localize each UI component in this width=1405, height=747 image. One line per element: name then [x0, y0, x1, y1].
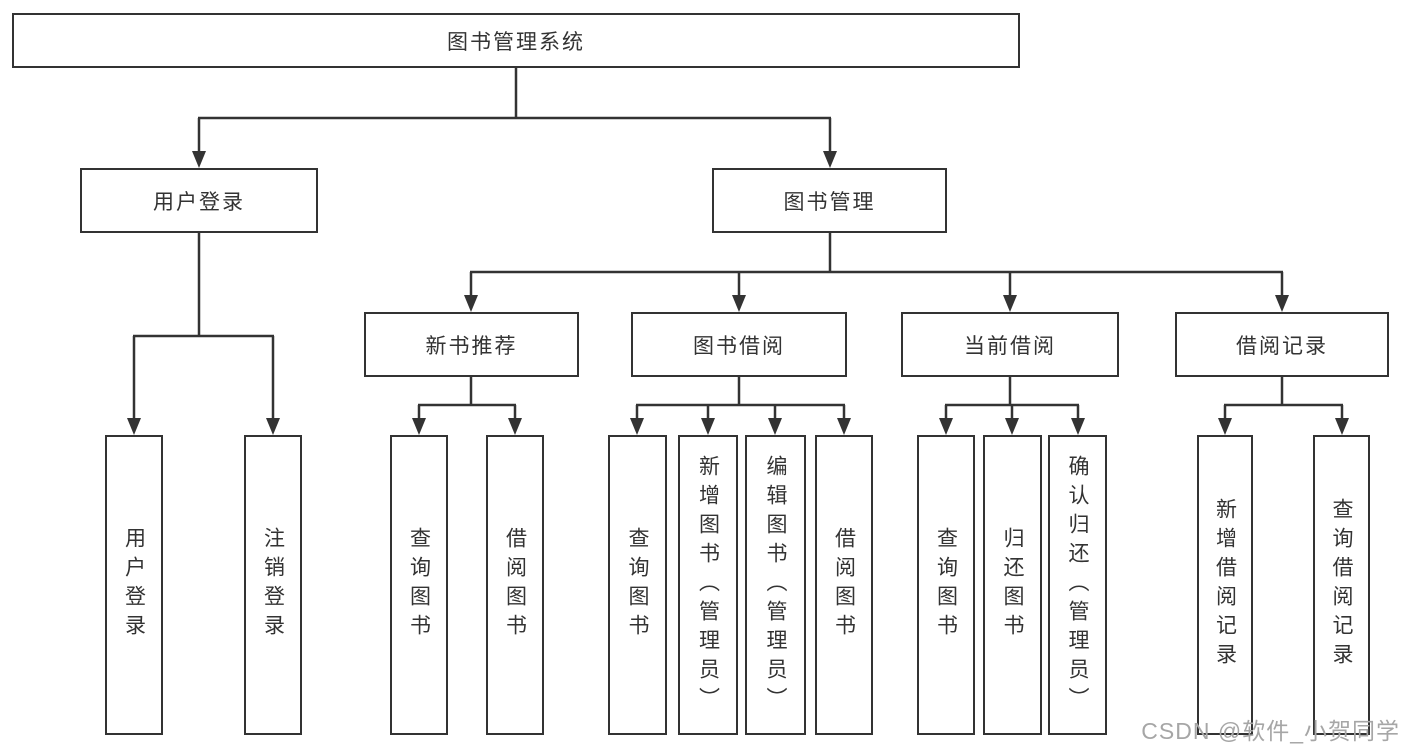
node-user-login: 用户登录 [80, 168, 318, 233]
leaf-confirm-return-admin: 确认归还（管理员） [1048, 435, 1107, 735]
node-book-management: 图书管理 [712, 168, 947, 233]
leaf-label: 查询图书 [407, 527, 431, 643]
leaf-label: 新增图书（管理员） [696, 454, 720, 716]
leaf-newbook-query-book: 查询图书 [390, 435, 448, 735]
watermark: CSDN @软件_小贺同学 [1141, 718, 1400, 744]
leaf-label: 借阅图书 [832, 527, 856, 643]
node-new-book-recommend: 新书推荐 [364, 312, 579, 377]
leaf-label: 借阅图书 [503, 527, 527, 643]
leaf-borrow-book: 借阅图书 [815, 435, 873, 735]
leaf-label: 注销登录 [261, 527, 285, 643]
node-borrow-record: 借阅记录 [1175, 312, 1389, 377]
leaf-borrow-query-book: 查询图书 [608, 435, 667, 735]
arrowhead [1218, 418, 1232, 435]
leaf-edit-book-admin: 编辑图书（管理员） [745, 435, 806, 735]
arrowhead [464, 295, 478, 312]
arrowhead [127, 418, 141, 435]
leaf-label: 查询借阅记录 [1330, 498, 1353, 672]
arrowhead [1335, 418, 1349, 435]
arrowhead [412, 418, 426, 435]
arrowhead [701, 418, 715, 435]
arrowhead [939, 418, 953, 435]
arrowhead [630, 418, 644, 435]
node-current-borrow: 当前借阅 [901, 312, 1119, 377]
leaf-logout: 注销登录 [244, 435, 302, 735]
leaf-label: 确认归还（管理员） [1066, 454, 1089, 716]
arrowhead [768, 418, 782, 435]
arrowhead [1005, 418, 1019, 435]
node-library-management-system: 图书管理系统 [12, 13, 1020, 68]
leaf-label: 编辑图书（管理员） [764, 454, 787, 716]
arrowhead [837, 418, 851, 435]
leaf-add-book-admin: 新增图书（管理员） [678, 435, 738, 735]
arrowhead [1003, 295, 1017, 312]
arrowhead [266, 418, 280, 435]
arrowhead [1275, 295, 1289, 312]
leaf-label: 归还图书 [1001, 527, 1024, 643]
node-book-borrow: 图书借阅 [631, 312, 847, 377]
leaf-label: 查询图书 [626, 527, 649, 643]
leaf-newbook-borrow-book: 借阅图书 [486, 435, 544, 735]
arrowhead [823, 151, 837, 168]
leaf-return-book: 归还图书 [983, 435, 1042, 735]
arrowhead [732, 295, 746, 312]
leaf-user-login: 用户登录 [105, 435, 163, 735]
leaf-label: 用户登录 [122, 527, 146, 643]
leaf-label: 新增借阅记录 [1213, 498, 1237, 672]
arrowhead [508, 418, 522, 435]
leaf-label: 查询图书 [934, 527, 958, 643]
leaf-query-borrow-record: 查询借阅记录 [1313, 435, 1370, 735]
arrowhead [192, 151, 206, 168]
leaf-add-borrow-record: 新增借阅记录 [1197, 435, 1253, 735]
leaf-current-query-book: 查询图书 [917, 435, 975, 735]
arrowhead [1071, 418, 1085, 435]
